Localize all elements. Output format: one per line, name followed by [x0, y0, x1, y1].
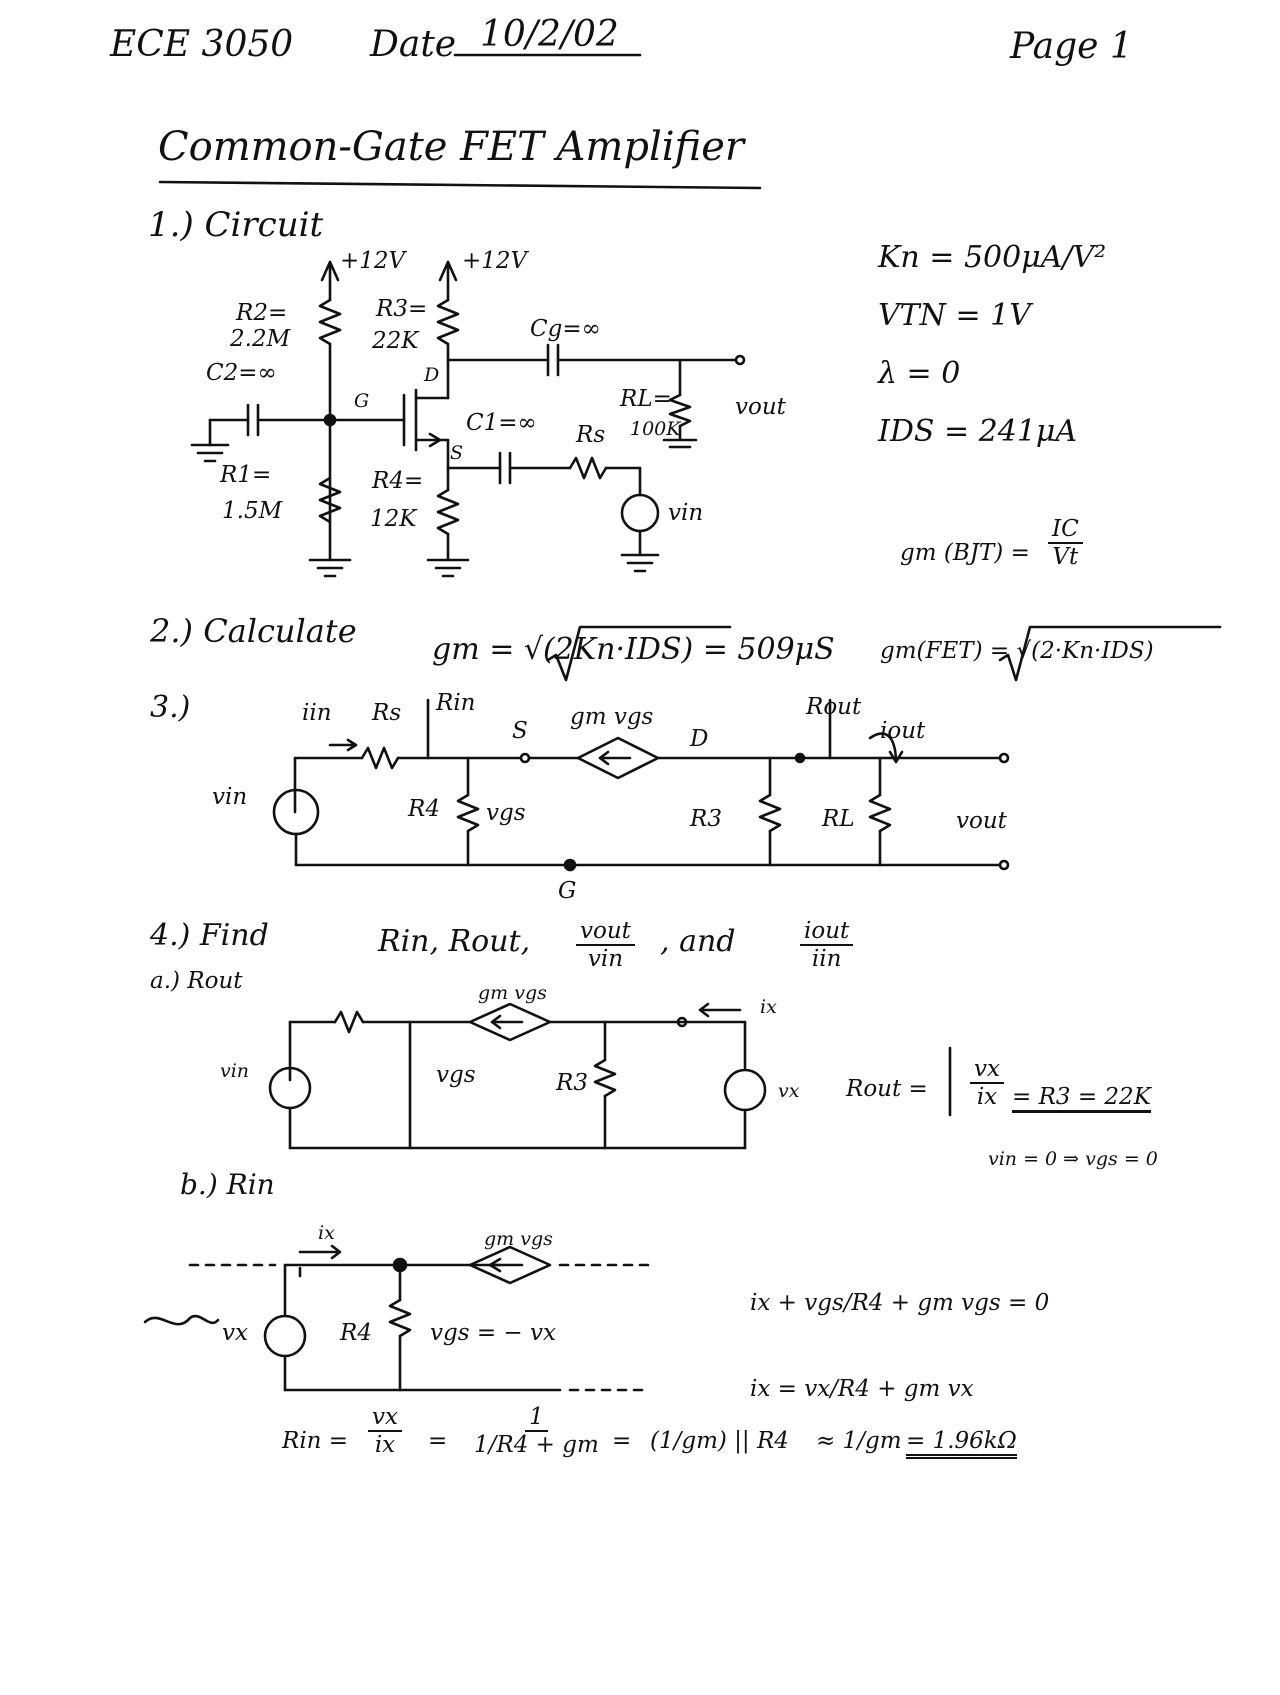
section2-heading: 2.) Calculate	[150, 612, 357, 650]
rl-value: 100K	[630, 418, 681, 440]
b-dep-source: gm vgs	[484, 1228, 553, 1250]
param-kn: Kn = 500μA/V²	[878, 240, 1107, 275]
rs-label: Rs	[576, 422, 606, 448]
gm-bjt-fraction: IC Vt	[1048, 516, 1083, 570]
gm-equation: gm = √(2Kn·IDS) = 509μS	[432, 632, 835, 667]
s3-vout: vout	[956, 808, 1007, 834]
r3-label: R3=	[376, 296, 428, 322]
cg-label: Cg=∞	[530, 316, 601, 342]
s3-r3: R3	[690, 806, 722, 832]
supply-left-label: +12V	[340, 248, 406, 274]
a-r3: R3	[556, 1070, 588, 1096]
gm-bjt-den: Vt	[1052, 544, 1079, 570]
drain-node-label: D	[424, 364, 440, 386]
b-eq-sign2: =	[612, 1428, 632, 1454]
iratio-den: iin	[811, 946, 842, 972]
r1-value: 1.5M	[222, 498, 283, 524]
b-approx: ≈ 1/gm	[816, 1428, 902, 1454]
b-rin-frac1: vx ix	[368, 1404, 402, 1458]
gm-bjt-lhs: gm (BJT) =	[900, 540, 1030, 566]
b-eq1: ix + vgs/R4 + gm vgs = 0	[750, 1290, 1050, 1316]
supply-right-label: +12V	[462, 248, 528, 274]
a-rout-result: = R3 = 22K	[1012, 1084, 1151, 1113]
vratio-num: vout	[576, 918, 635, 946]
a-rout-lhs: Rout =	[846, 1076, 928, 1102]
s3-node-d: D	[690, 726, 709, 752]
r3-value: 22K	[372, 328, 419, 354]
b-rin-den2: 1/R4 + gm	[474, 1432, 599, 1458]
b-rin-num2: 1	[525, 1404, 548, 1432]
vout-label: vout	[735, 394, 786, 420]
date-label: Date	[370, 24, 457, 65]
s3-node-g: G	[558, 878, 577, 904]
gm-bjt-num: IC	[1048, 516, 1083, 544]
r4-value: 12K	[370, 506, 417, 532]
s3-dep-source: gm vgs	[570, 704, 654, 730]
a-vgs: vgs	[436, 1062, 476, 1088]
s3-iin: iin	[302, 700, 332, 726]
b-rin-den1: ix	[374, 1432, 396, 1458]
a-note: vin = 0 ⇒ vgs = 0	[988, 1148, 1158, 1170]
a-rout-den: ix	[976, 1084, 998, 1110]
r2-label: R2=	[236, 300, 288, 326]
iratio-num: iout	[800, 918, 854, 946]
voltage-gain-fraction: vout vin	[576, 918, 635, 972]
param-lambda: λ = 0	[878, 356, 961, 391]
vin-label: vin	[668, 500, 704, 526]
s3-rout: Rout	[806, 694, 862, 720]
s3-iout: iout	[880, 718, 926, 744]
section4-items: Rin, Rout,	[378, 924, 531, 959]
rl-label: RL=	[620, 386, 672, 412]
section3-heading: 3.)	[150, 690, 191, 725]
a-dep-source: gm vgs	[478, 982, 547, 1004]
page-number: Page 1	[1010, 26, 1133, 67]
s3-rl: RL	[822, 806, 855, 832]
page-title: Common-Gate FET Amplifier	[158, 124, 744, 170]
c2-label: C2=∞	[206, 360, 277, 386]
b-rin-result: = 1.96kΩ	[906, 1428, 1017, 1459]
b-vgs: vgs = − vx	[430, 1320, 556, 1346]
vratio-den: vin	[587, 946, 624, 972]
b-rin-frac2: 1 1/R4 + gm	[470, 1404, 603, 1458]
part-b-heading: b.) Rin	[180, 1168, 275, 1201]
gm-fet-equation: gm(FET) = √(2·Kn·IDS)	[880, 638, 1154, 664]
part-a-heading: a.) Rout	[150, 968, 243, 994]
a-rout-num: vx	[970, 1056, 1004, 1084]
a-vx: vx	[778, 1080, 800, 1102]
section4-and: , and	[660, 924, 736, 959]
b-eq-sign1: =	[428, 1428, 448, 1454]
course-code: ECE 3050	[110, 24, 294, 65]
date-value: 10/2/02	[480, 14, 619, 55]
b-ix: ix	[318, 1222, 335, 1244]
section1-heading: 1.) Circuit	[148, 205, 324, 245]
s3-rin: Rin	[436, 690, 476, 716]
b-rin-parallel: (1/gm) || R4	[650, 1428, 789, 1454]
a-rout-fraction: vx ix	[970, 1056, 1004, 1110]
b-r4: R4	[340, 1320, 372, 1346]
s3-r4: R4	[408, 796, 440, 822]
r4-label: R4=	[372, 468, 424, 494]
s3-node-s: S	[512, 718, 528, 744]
r2-value: 2.2M	[230, 326, 291, 352]
a-ix: ix	[760, 996, 777, 1018]
s3-vin: vin	[212, 784, 248, 810]
param-ids: IDS = 241μA	[878, 414, 1078, 449]
c1-label: C1=∞	[466, 410, 537, 436]
b-eq2: ix = vx/R4 + gm vx	[750, 1376, 974, 1402]
b-vx: vx	[222, 1320, 248, 1346]
param-vtn: VTN = 1V	[878, 298, 1031, 333]
section4-heading: 4.) Find	[150, 918, 269, 953]
a-vin: vin	[220, 1060, 250, 1082]
s3-rs: Rs	[372, 700, 402, 726]
s3-vgs: vgs	[486, 800, 526, 826]
gate-node-label: G	[354, 390, 370, 412]
b-rin-num1: vx	[368, 1404, 402, 1432]
source-node-label: S	[450, 442, 464, 464]
r1-label: R1=	[220, 462, 272, 488]
b-rin-lhs: Rin =	[282, 1428, 349, 1454]
current-gain-fraction: iout iin	[800, 918, 854, 972]
